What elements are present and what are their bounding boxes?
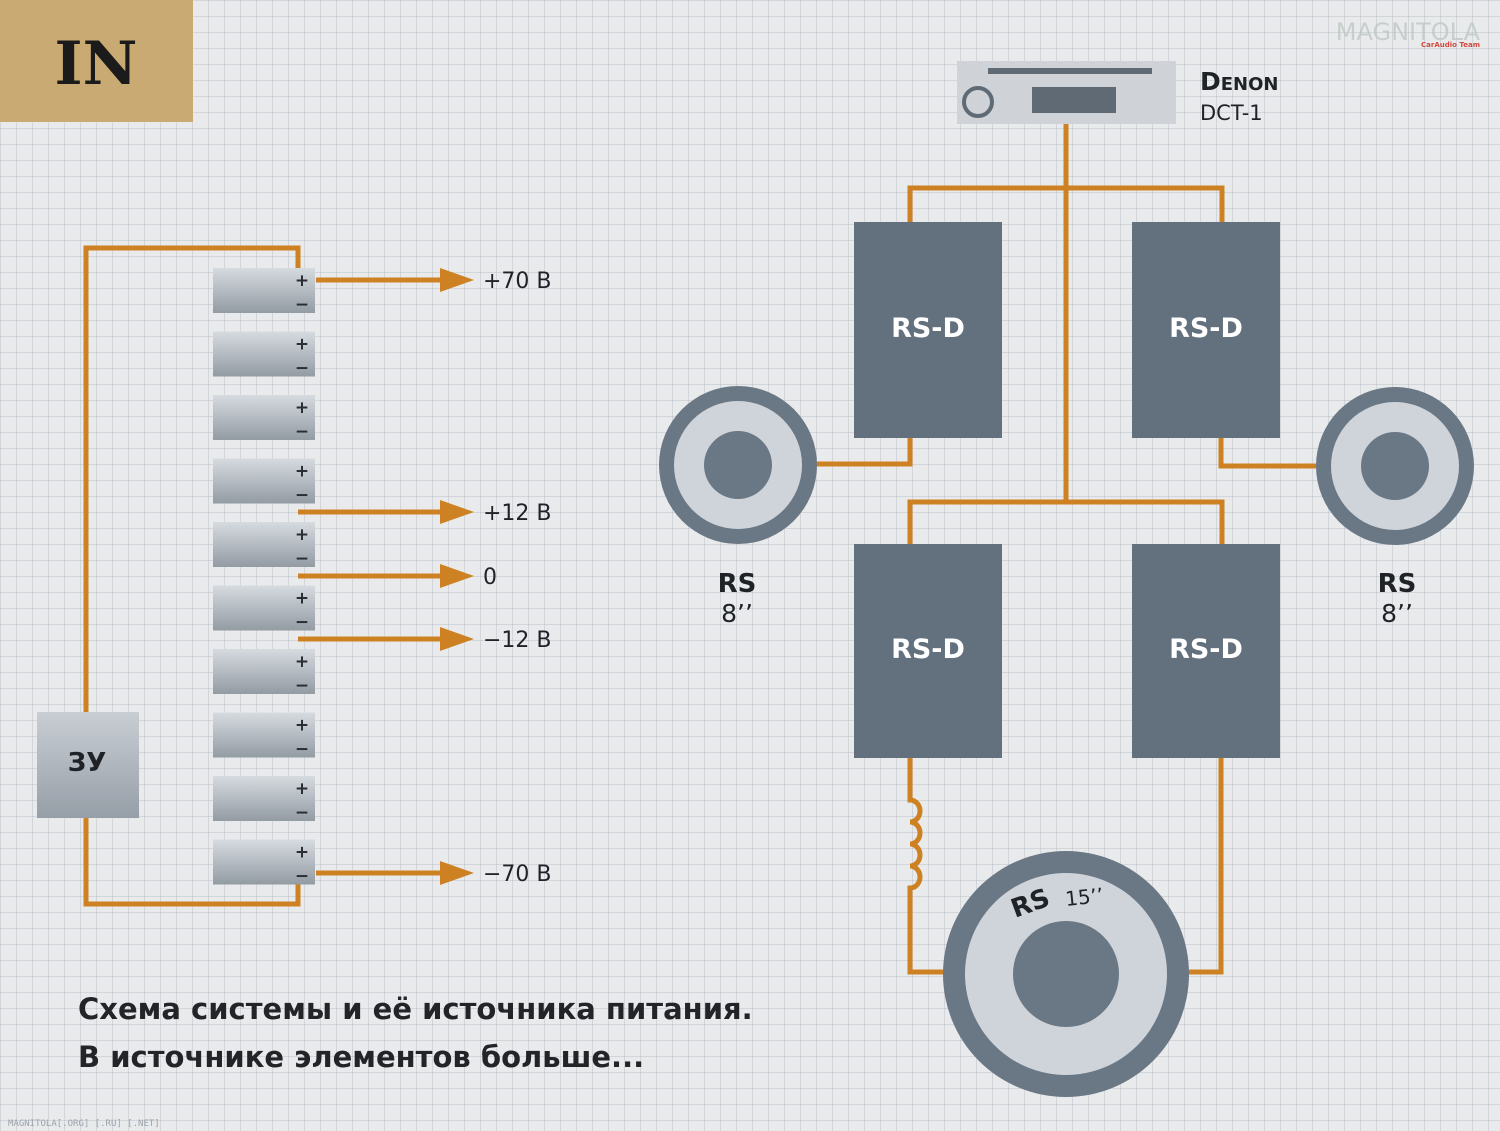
charger-box: ЗУ (37, 712, 139, 818)
amplifier-bottom-left: RS-D (854, 544, 1002, 758)
battery-cell: +− (213, 649, 315, 696)
battery-cell-body (213, 712, 315, 758)
battery-cell-body (213, 776, 315, 821)
battery-minus-sign: − (295, 676, 309, 696)
head-unit-brand: Denon (1200, 67, 1278, 96)
battery-cell-body (213, 649, 315, 694)
output-arrow-icon (440, 861, 474, 885)
battery-cell: +− (213, 395, 315, 442)
watermark-logo: MAGNITOLA CarAudio Team (1336, 18, 1481, 49)
battery-cell-body (213, 268, 315, 313)
battery-cell: +− (213, 458, 315, 506)
battery-plus-sign: + (295, 716, 309, 736)
amplifier-label: RS-D (891, 313, 965, 344)
battery-cell: +− (213, 585, 315, 633)
battery-cell: +− (213, 839, 315, 887)
battery-plus-sign: + (295, 398, 309, 418)
battery-minus-sign: − (295, 295, 309, 315)
caption-line-1: Схема системы и её источника питания. (78, 992, 753, 1026)
section-badge: IN (0, 0, 193, 122)
battery-cell: +− (213, 712, 315, 760)
amplifier-bottom-right: RS-D (1132, 544, 1280, 758)
power-supply-wiring (83, 245, 301, 907)
battery-minus-sign: − (295, 613, 309, 633)
head-unit-knob-icon (962, 86, 994, 118)
speaker-right-name: RS (1378, 569, 1417, 599)
head-unit-display (1032, 87, 1116, 113)
output-label-zero: 0 (483, 565, 497, 590)
output-label-plus-70: +70 В (483, 269, 552, 294)
battery-minus-sign: − (295, 803, 309, 823)
speaker-left-name: RS (718, 569, 757, 599)
speaker-right-icon (1316, 387, 1474, 545)
amplifier-top-left: RS-D (854, 222, 1002, 438)
amplifier-top-right: RS-D (1132, 222, 1280, 438)
output-arrow-icon (440, 268, 474, 292)
footer-watermark: MAGNITOLA[.ORG] [.RU] [.NET] (8, 1119, 160, 1129)
output-label-minus-70: −70 В (483, 862, 552, 887)
battery-plus-sign: + (295, 462, 309, 482)
battery-cell: +− (213, 331, 315, 379)
head-unit (957, 61, 1176, 124)
battery-minus-sign: − (295, 867, 309, 887)
output-label-minus-12: −12 В (483, 628, 552, 653)
section-badge-text: IN (55, 29, 138, 99)
amplifier-label: RS-D (891, 634, 965, 665)
battery-minus-sign: − (295, 422, 309, 442)
battery-cell-body (213, 395, 315, 440)
output-arrow-icon (440, 627, 474, 651)
battery-plus-sign: + (295, 271, 309, 291)
speaker-left-size: 8’’ (721, 599, 753, 628)
head-unit-cd-slot (988, 68, 1152, 74)
battery-minus-sign: − (295, 740, 309, 760)
battery-cell-body (213, 522, 315, 567)
head-unit-model: DCT-1 (1200, 101, 1263, 125)
battery-minus-sign: − (295, 549, 309, 569)
audio-wiring (816, 124, 1316, 975)
caption-line-2: В источнике элементов больше... (78, 1040, 644, 1074)
battery-minus-sign: − (295, 359, 309, 379)
battery-cell: +− (213, 776, 315, 823)
subwoofer-size: 15’’ (1064, 883, 1104, 911)
speaker-right-size: 8’’ (1381, 599, 1413, 628)
battery-cell-body (213, 585, 315, 631)
output-arrow-icon (440, 500, 474, 524)
battery-cell: +− (213, 268, 315, 315)
battery-plus-sign: + (295, 779, 309, 799)
watermark-logo-sub: CarAudio Team (1421, 41, 1480, 49)
battery-cell: +− (213, 522, 315, 569)
subwoofer-icon (943, 851, 1189, 1097)
output-arrow-icon (440, 564, 474, 588)
battery-cell-body (213, 839, 315, 885)
battery-plus-sign: + (295, 843, 309, 863)
battery-cell-body (213, 458, 315, 504)
battery-minus-sign: − (295, 486, 309, 506)
battery-plus-sign: + (295, 525, 309, 545)
watermark-logo-text: MAGNITOLA (1336, 18, 1481, 46)
charger-label: ЗУ (68, 748, 107, 778)
output-label-plus-12: +12 В (483, 501, 552, 526)
battery-output-wires (298, 268, 474, 885)
amplifier-label: RS-D (1169, 634, 1243, 665)
amplifier-label: RS-D (1169, 313, 1243, 344)
battery-plus-sign: + (295, 652, 309, 672)
speaker-left-icon (659, 386, 817, 544)
battery-stack: +−+−+−+−+−+−+−+−+−+− (213, 268, 315, 887)
battery-plus-sign: + (295, 335, 309, 355)
battery-cell-body (213, 331, 315, 377)
battery-output-labels: +70 В +12 В 0 −12 В −70 В (483, 269, 552, 887)
battery-plus-sign: + (295, 589, 309, 609)
